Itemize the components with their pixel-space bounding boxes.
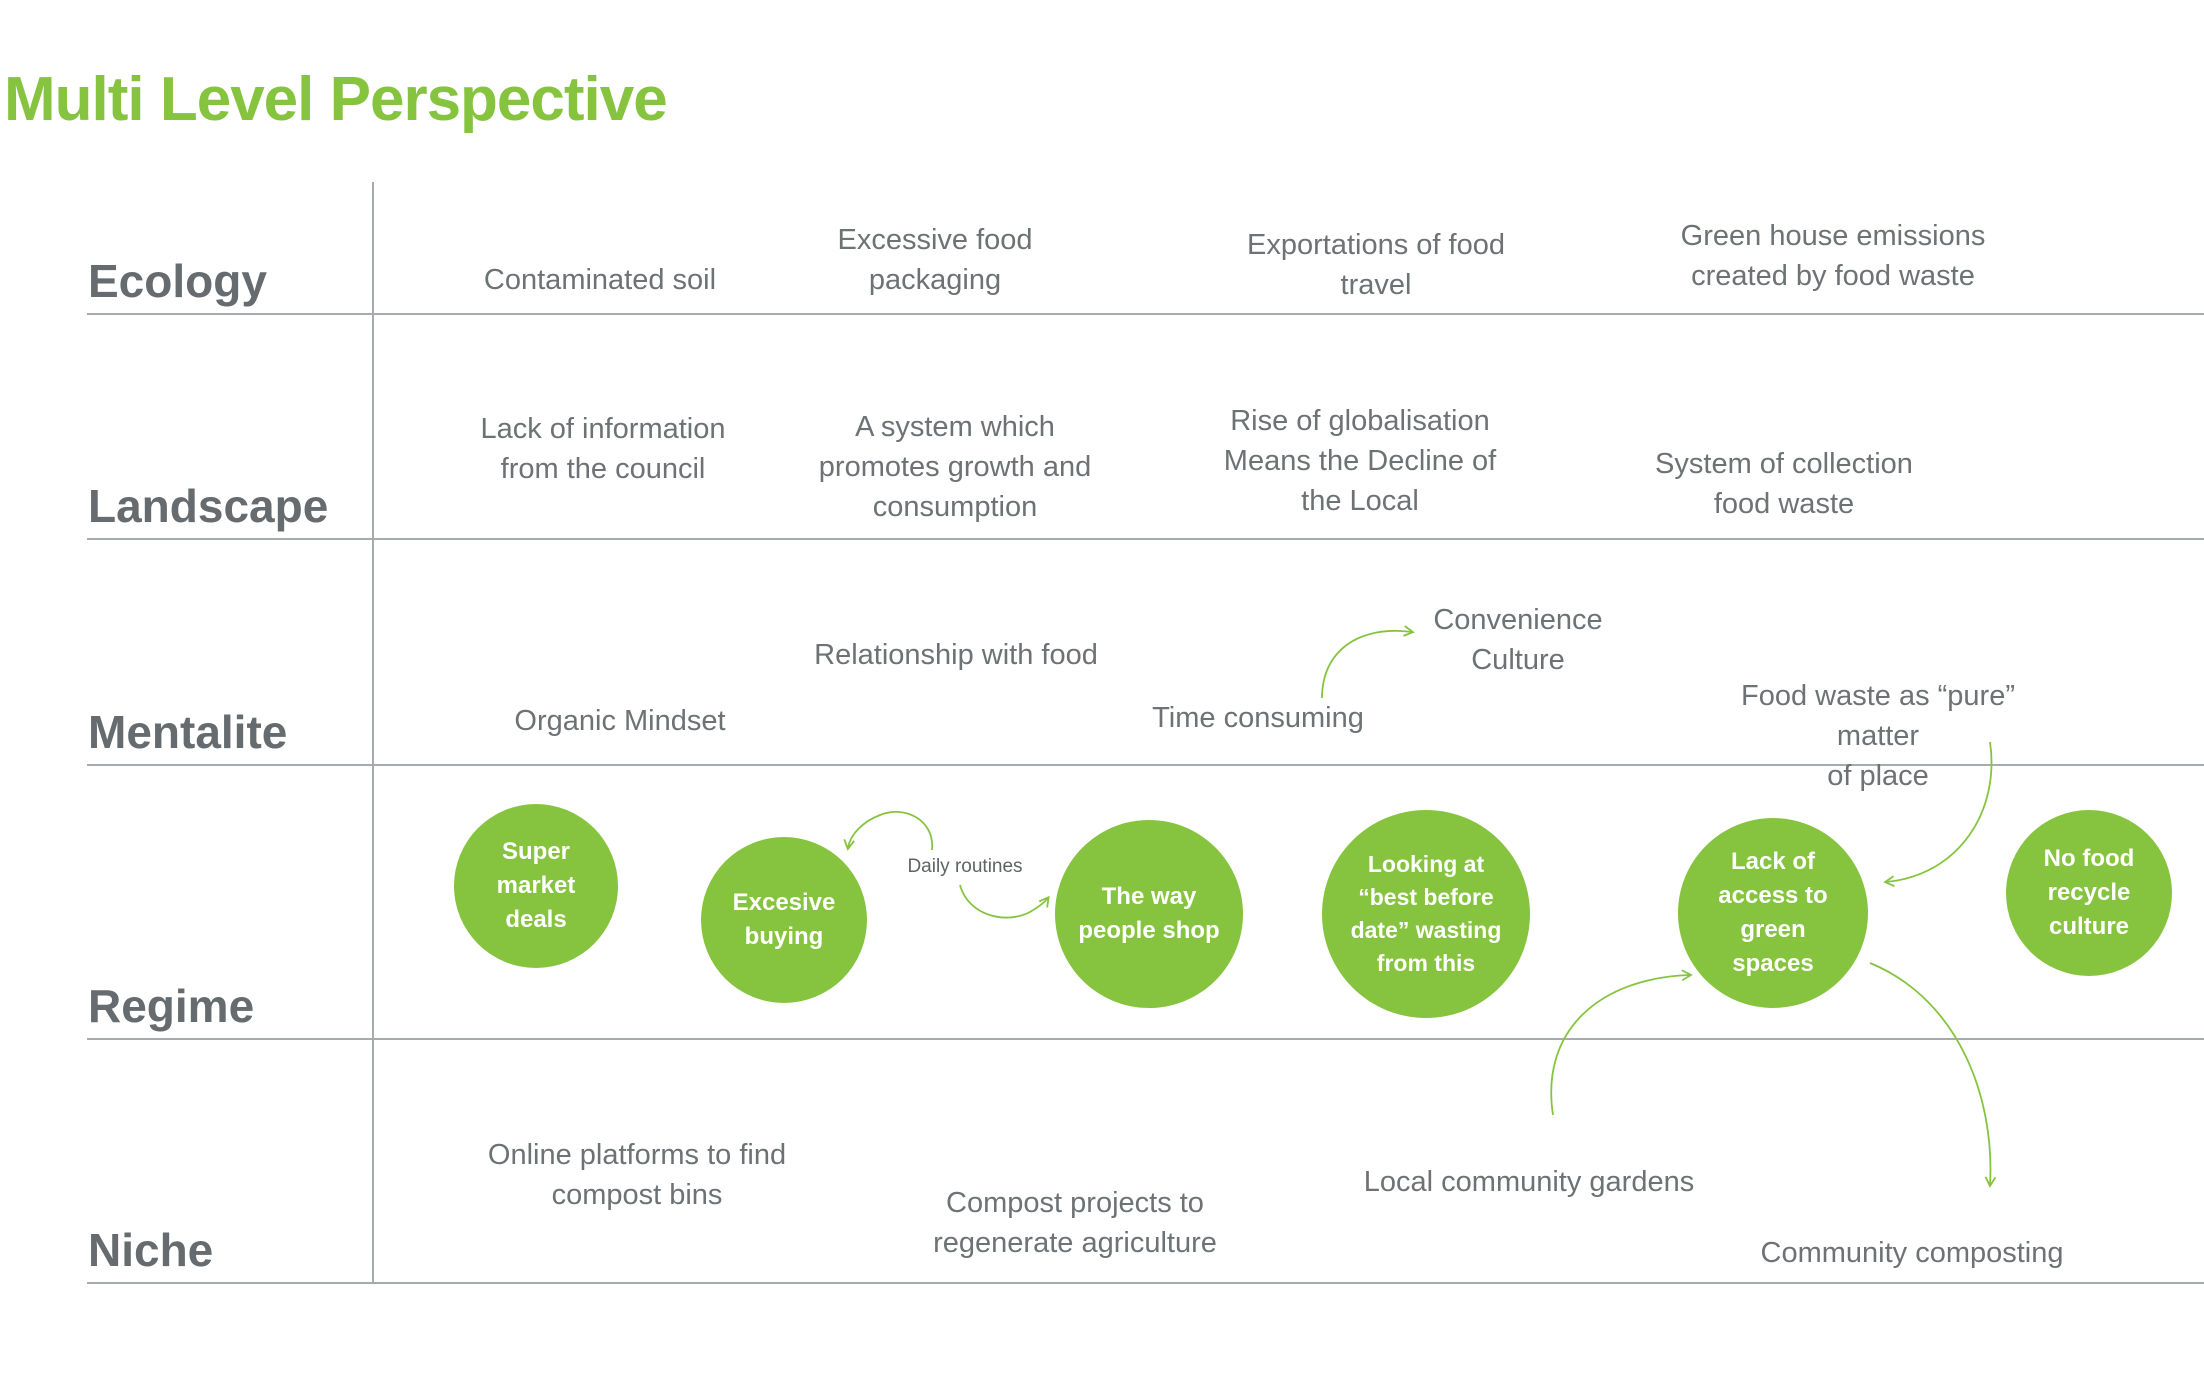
row-divider-ecology (87, 313, 2204, 315)
arrow-gardens-to-green-spaces (1550, 969, 1693, 1116)
note-relationship-food: Relationship with food (814, 639, 1098, 671)
row-divider-regime (87, 1038, 2204, 1040)
note-time-consuming: Time consuming (1152, 702, 1364, 734)
note-organic-mindset: Organic Mindset (514, 705, 726, 737)
row-divider-niche (87, 1282, 2204, 1284)
level-label-ecology: Ecology (88, 255, 267, 307)
daily-routines-label: Daily routines (907, 856, 1023, 877)
row-divider-mentalite (87, 764, 2204, 766)
page-title: Multi Level Perspective (4, 65, 668, 134)
regime-node-no-recycle-culture: No food recycle culture (2006, 810, 2172, 976)
arrow-green-spaces-to-composting (1869, 962, 1997, 1188)
arrow-routines-to-excessive (843, 811, 933, 851)
level-label-mentalite: Mentalite (88, 706, 288, 758)
note-online-platforms: Online platforms to find compost bins (487, 1139, 787, 1211)
note-pure-matter: Food waste as “pure” matter of place (1740, 680, 2015, 792)
note-waste-collection: System of collection food waste (1655, 448, 1913, 520)
note-compost-projects: Compost projects to regenerate agricultu… (933, 1187, 1217, 1259)
arrow-routines-to-shop (959, 884, 1050, 919)
regime-node-best-before: Looking at “best before date” wasting fr… (1322, 810, 1530, 1018)
row-divider-landscape (87, 538, 2204, 540)
level-label-landscape: Landscape (88, 480, 329, 532)
level-label-niche: Niche (88, 1224, 214, 1276)
regime-node-excessive-buying: Excesive buying (701, 837, 867, 1003)
note-council-information: Lack of information from the council (480, 413, 726, 485)
regime-node-way-people-shop: The way people shop (1055, 820, 1243, 1008)
note-community-gardens: Local community gardens (1363, 1166, 1695, 1198)
note-growth-system: A system which promotes growth and consu… (818, 411, 1092, 523)
regime-node-supermarket-deals: Super market deals (454, 804, 618, 968)
note-convenience-culture: Convenience Culture (1433, 604, 1603, 676)
level-label-regime: Regime (88, 980, 255, 1032)
note-food-packaging: Excessive food packaging (837, 224, 1033, 296)
note-exportations: Exportations of food travel (1247, 229, 1505, 301)
regime-node-green-spaces: Lack of access to green spaces (1678, 818, 1868, 1008)
axis-divider (372, 182, 374, 1283)
arrow-time-to-convenience (1321, 625, 1415, 699)
note-community-composting: Community composting (1760, 1237, 2064, 1269)
note-globalisation: Rise of globalisation Means the Decline … (1223, 405, 1497, 517)
note-greenhouse-emissions: Green house emissions created by food wa… (1680, 220, 1986, 292)
note-contaminated-soil: Contaminated soil (483, 264, 717, 296)
